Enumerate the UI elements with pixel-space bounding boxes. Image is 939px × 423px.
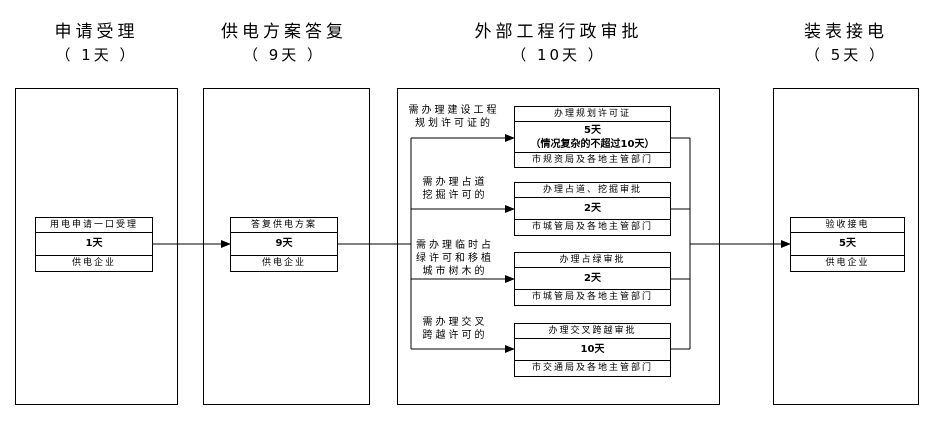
condition-green-line2: 绿许可和移植 <box>416 253 494 264</box>
card-apply: 用电申请一口受理 1天 供电企业 <box>35 217 153 272</box>
phase-days-plan: （ 9天 ） <box>242 46 326 64</box>
card-plan-duration: 9天 <box>231 233 337 256</box>
approval-cross-task: 办理交叉跨越审批 <box>515 324 670 339</box>
card-approval-green: 办理占绿审批 2天 市城管局及各地主管部门 <box>514 252 671 306</box>
condition-road: 需办理占道 挖掘许可的 <box>405 176 505 202</box>
phase-title-approval: 外部工程行政审批 <box>474 22 643 42</box>
approval-road-dept: 市城管局及各地主管部门 <box>531 222 653 232</box>
phase-days-approval: （ 10天 ） <box>511 46 606 64</box>
phase-title-apply: 申请受理 <box>54 22 139 42</box>
phase-title-connect: 装表接电 <box>804 22 888 42</box>
card-connect-task: 验收接电 <box>791 218 904 233</box>
condition-green-line1: 需办理临时占 <box>416 240 494 251</box>
condition-planning: 需办理建设工程 规划许可证的 <box>398 104 510 130</box>
phase-days-connect: （ 5天 ） <box>804 46 888 64</box>
approval-planning-task: 办理规划许可证 <box>515 107 670 122</box>
approval-planning-dept: 市规资局及各地主管部门 <box>531 155 653 165</box>
card-plan-dept: 供电企业 <box>261 258 306 268</box>
approval-road-task: 办理占道、挖掘审批 <box>515 183 670 198</box>
card-approval-planning: 办理规划许可证 5天 （情况复杂的不超过10天） 市规资局及各地主管部门 <box>514 106 671 168</box>
approval-planning-note: （情况复杂的不超过10天） <box>530 139 655 150</box>
card-approval-cross: 办理交叉跨越审批 10天 市交通局及各地主管部门 <box>514 323 671 377</box>
card-connect-dept: 供电企业 <box>825 258 870 268</box>
approval-cross-duration: 10天 <box>515 339 670 361</box>
approval-cross-dept: 市交通局及各地主管部门 <box>531 363 653 373</box>
card-apply-task: 用电申请一口受理 <box>36 218 152 233</box>
condition-green: 需办理临时占 绿许可和移植 城市树木的 <box>402 239 508 278</box>
condition-road-line2: 挖掘许可的 <box>422 190 488 201</box>
approval-planning-days: 5天 <box>584 125 601 136</box>
approval-green-dept: 市城管局及各地主管部门 <box>531 292 653 302</box>
phase-days-apply: （ 1天 ） <box>55 46 138 64</box>
card-apply-dept: 供电企业 <box>71 258 116 268</box>
card-plan: 答复供电方案 9天 供电企业 <box>230 217 338 272</box>
card-approval-road: 办理占道、挖掘审批 2天 市城管局及各地主管部门 <box>514 182 671 236</box>
approval-green-task: 办理占绿审批 <box>515 253 670 268</box>
card-connect-duration: 5天 <box>791 233 904 256</box>
approval-road-duration: 2天 <box>515 198 670 220</box>
condition-road-line1: 需办理占道 <box>422 177 488 188</box>
condition-cross-line1: 需办理交叉 <box>422 317 488 328</box>
condition-planning-line1: 需办理建设工程 <box>408 105 500 116</box>
phase-title-plan: 供电方案答复 <box>221 22 347 42</box>
card-apply-duration: 1天 <box>36 233 152 256</box>
card-connect: 验收接电 5天 供电企业 <box>790 217 905 272</box>
approval-green-duration: 2天 <box>515 268 670 290</box>
condition-green-line3: 城市树木的 <box>422 266 488 277</box>
approval-planning-duration: 5天 （情况复杂的不超过10天） <box>515 122 670 153</box>
card-plan-task: 答复供电方案 <box>231 218 337 233</box>
condition-cross-line2: 跨越许可的 <box>422 330 488 341</box>
condition-planning-line2: 规划许可证的 <box>415 118 493 129</box>
condition-cross: 需办理交叉 跨越许可的 <box>405 316 505 342</box>
